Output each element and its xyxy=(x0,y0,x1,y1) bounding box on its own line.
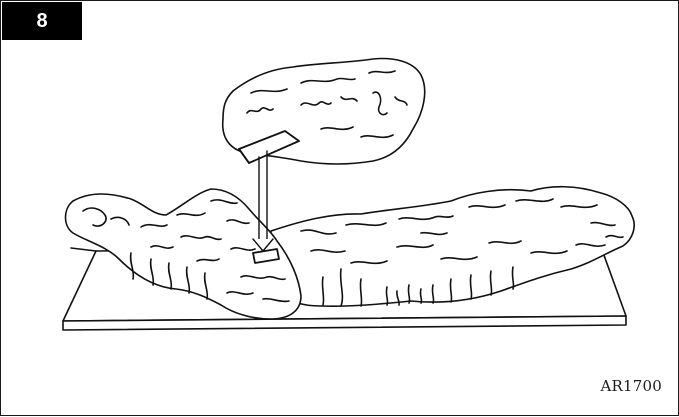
step-number-badge: 8 xyxy=(2,2,82,40)
back-log xyxy=(269,185,635,307)
figure-code: AR1700 xyxy=(600,377,662,395)
down-arrow-icon xyxy=(252,150,274,252)
placement-target xyxy=(252,248,280,264)
floating-log-piece xyxy=(221,57,426,165)
front-left-log xyxy=(64,188,302,320)
